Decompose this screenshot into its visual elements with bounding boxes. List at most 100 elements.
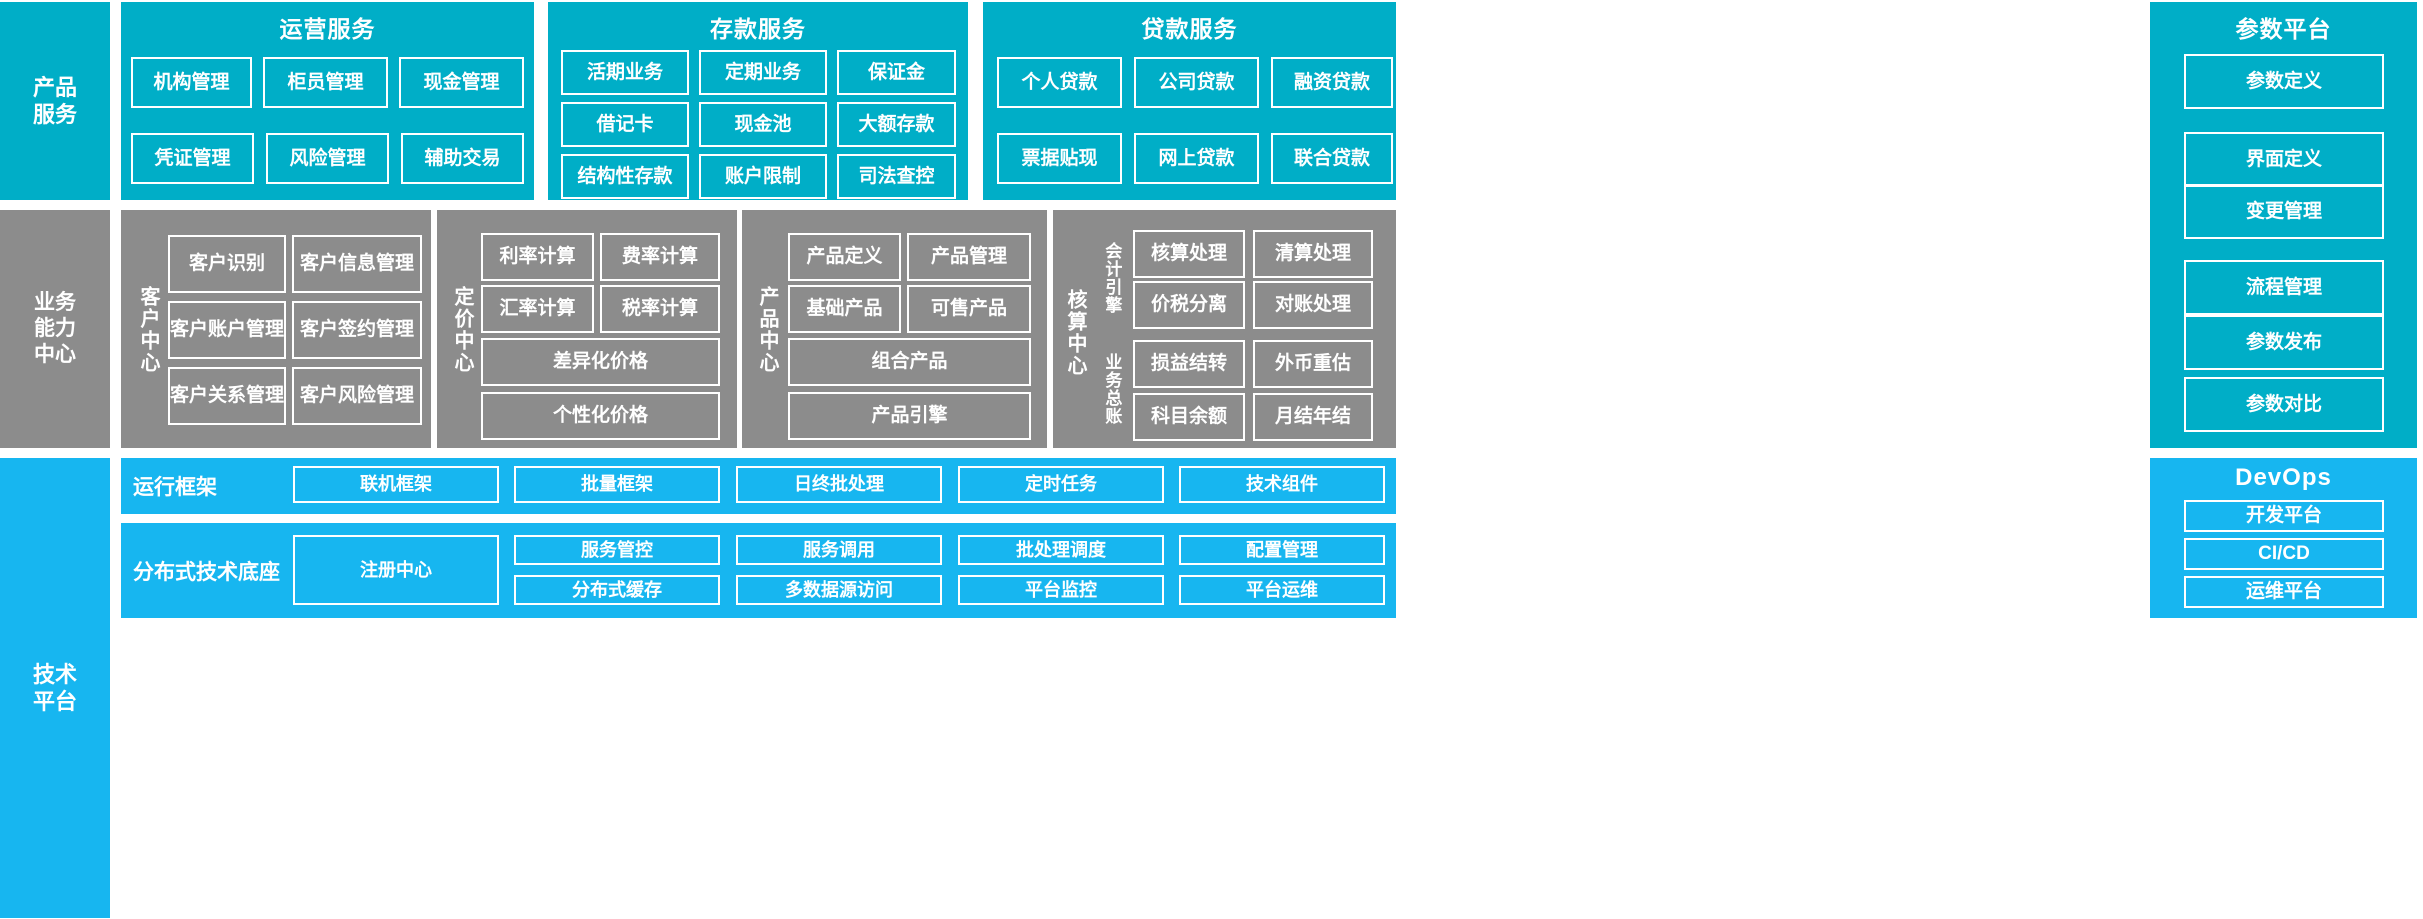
tile-interest-rate-calc[interactable]: 利率计算 xyxy=(481,233,594,281)
panel-distributed-base: 分布式技术底座 注册中心 服务管控 服务调用 批处理调度 配置管理 分布式缓存 … xyxy=(121,523,1396,618)
tile-dev-platform[interactable]: 开发平台 xyxy=(2184,500,2384,532)
tile-combined-product[interactable]: 组合产品 xyxy=(788,338,1031,386)
tile-judicial-control[interactable]: 司法查控 xyxy=(837,154,956,199)
tile-parameter-release[interactable]: 参数发布 xyxy=(2184,315,2384,370)
tile-reconciliation[interactable]: 对账处理 xyxy=(1253,281,1373,329)
tile-risk-management[interactable]: 风险管理 xyxy=(266,133,389,184)
group-loan-service: 贷款服务 个人贷款 公司贷款 融资贷款 票据贴现 网上贷款 联合贷款 xyxy=(983,2,1396,200)
tile-bill-discount[interactable]: 票据贴现 xyxy=(997,133,1122,184)
tile-cash-pool[interactable]: 现金池 xyxy=(699,102,827,147)
group-deposit-service-title: 存款服务 xyxy=(710,16,806,42)
tile-subject-balance[interactable]: 科目余额 xyxy=(1133,393,1245,441)
center-pricing-label: 定价中心 xyxy=(451,286,473,374)
tile-interface-definition[interactable]: 界面定义 xyxy=(2184,132,2384,187)
tile-multi-datasource[interactable]: 多数据源访问 xyxy=(736,575,942,605)
tile-scheduled-task[interactable]: 定时任务 xyxy=(958,466,1164,503)
rail-tech-platform: 技术 平台 xyxy=(0,458,110,918)
tile-corporate-loan[interactable]: 公司贷款 xyxy=(1134,57,1259,108)
devops-title: DevOps xyxy=(2235,464,2332,491)
tile-platform-ops[interactable]: 平台运维 xyxy=(1179,575,1385,605)
tile-time-business[interactable]: 定期业务 xyxy=(699,50,827,95)
rail-product-service-label: 产品 服务 xyxy=(32,74,77,128)
tile-cicd[interactable]: CI/CD xyxy=(2184,538,2384,570)
center-product: 产品中心 产品定义 产品管理 基础产品 可售产品 组合产品 产品引擎 xyxy=(742,210,1047,448)
tile-customer-info-management[interactable]: 客户信息管理 xyxy=(292,235,422,293)
rail-product-service: 产品 服务 xyxy=(0,2,110,200)
panel-parameter-platform: 参数平台 参数定义 界面定义 变更管理 流程管理 参数发布 参数对比 xyxy=(2150,2,2417,448)
tile-teller-management[interactable]: 柜员管理 xyxy=(263,57,388,108)
tile-parameter-compare[interactable]: 参数对比 xyxy=(2184,377,2384,432)
tile-month-year-end[interactable]: 月结年结 xyxy=(1253,393,1373,441)
tile-debit-card[interactable]: 借记卡 xyxy=(561,102,689,147)
tile-platform-monitor[interactable]: 平台监控 xyxy=(958,575,1164,605)
tile-online-framework[interactable]: 联机框架 xyxy=(293,466,499,503)
group-loan-service-title: 贷款服务 xyxy=(1141,16,1238,42)
tile-large-deposit[interactable]: 大额存款 xyxy=(837,102,956,147)
tile-tech-components[interactable]: 技术组件 xyxy=(1179,466,1385,503)
runtime-framework-label: 运行框架 xyxy=(133,476,217,499)
tile-eod-batch[interactable]: 日终批处理 xyxy=(736,466,942,503)
tile-tax-rate-calc[interactable]: 税率计算 xyxy=(600,285,720,333)
tile-margin-deposit[interactable]: 保证金 xyxy=(837,50,956,95)
rail-tech-platform-label: 技术 平台 xyxy=(32,661,77,715)
tile-customer-relation-mgmt[interactable]: 客户关系管理 xyxy=(168,367,286,425)
tile-account-restriction[interactable]: 账户限制 xyxy=(699,154,827,199)
tile-batch-framework[interactable]: 批量框架 xyxy=(514,466,720,503)
center-product-label: 产品中心 xyxy=(756,286,778,374)
tile-personal-loan[interactable]: 个人贷款 xyxy=(997,57,1122,108)
panel-runtime-framework: 运行框架 联机框架 批量框架 日终批处理 定时任务 技术组件 xyxy=(121,458,1396,514)
tile-distributed-cache[interactable]: 分布式缓存 xyxy=(514,575,720,605)
tile-sellable-product[interactable]: 可售产品 xyxy=(907,285,1031,333)
tile-process-management[interactable]: 流程管理 xyxy=(2184,260,2384,315)
tile-batch-scheduling[interactable]: 批处理调度 xyxy=(958,535,1164,565)
tile-clearing-processing[interactable]: 清算处理 xyxy=(1253,230,1373,278)
distributed-base-label: 分布式技术底座 xyxy=(133,560,280,584)
center-accounting: 核算中心 会计引擎 业务总账 核算处理 清算处理 价税分离 对账处理 损益结转 … xyxy=(1053,210,1396,448)
tile-registry-center[interactable]: 注册中心 xyxy=(293,535,499,605)
tile-org-management[interactable]: 机构管理 xyxy=(131,57,252,108)
tile-financing-loan[interactable]: 融资贷款 xyxy=(1271,57,1393,108)
tile-customer-contract-mgmt[interactable]: 客户签约管理 xyxy=(292,301,422,359)
group-operation-service: 运营服务 机构管理 柜员管理 现金管理 凭证管理 风险管理 辅助交易 xyxy=(121,2,534,200)
tile-ops-platform[interactable]: 运维平台 xyxy=(2184,576,2384,608)
group-deposit-service: 存款服务 活期业务 定期业务 保证金 借记卡 现金池 大额存款 结构性存款 账户… xyxy=(548,2,968,200)
tile-fx-revaluation[interactable]: 外币重估 xyxy=(1253,340,1373,388)
tile-online-loan[interactable]: 网上贷款 xyxy=(1134,133,1259,184)
tile-assist-transaction[interactable]: 辅助交易 xyxy=(401,133,524,184)
accounting-sublabel-engine: 会计引擎 xyxy=(1102,241,1122,314)
tile-structured-deposit[interactable]: 结构性存款 xyxy=(561,154,689,199)
rail-business-capability-label: 业务 能力 中心 xyxy=(34,290,76,367)
tile-base-product[interactable]: 基础产品 xyxy=(788,285,901,333)
rail-business-capability: 业务 能力 中心 xyxy=(0,210,110,448)
panel-devops: DevOps 开发平台 CI/CD 运维平台 xyxy=(2150,458,2417,618)
center-customer-label: 客户中心 xyxy=(137,286,159,374)
tile-change-management[interactable]: 变更管理 xyxy=(2184,184,2384,239)
tile-parameter-definition[interactable]: 参数定义 xyxy=(2184,54,2384,109)
tile-accounting-processing[interactable]: 核算处理 xyxy=(1133,230,1245,278)
accounting-sublabel-ledger: 业务总账 xyxy=(1102,352,1122,425)
center-accounting-label: 核算中心 xyxy=(1064,288,1086,377)
center-customer: 客户中心 客户识别 客户信息管理 客户账户管理 客户签约管理 客户关系管理 客户… xyxy=(121,210,431,448)
tile-personalized-price[interactable]: 个性化价格 xyxy=(481,392,720,440)
tile-differentiated-price[interactable]: 差异化价格 xyxy=(481,338,720,386)
group-operation-service-title: 运营服务 xyxy=(279,16,376,42)
tile-config-management[interactable]: 配置管理 xyxy=(1179,535,1385,565)
tile-customer-account-mgmt[interactable]: 客户账户管理 xyxy=(168,301,286,359)
tile-exchange-rate-calc[interactable]: 汇率计算 xyxy=(481,285,594,333)
tile-product-engine[interactable]: 产品引擎 xyxy=(788,392,1031,440)
tile-customer-identification[interactable]: 客户识别 xyxy=(168,235,286,293)
tile-service-governance[interactable]: 服务管控 xyxy=(514,535,720,565)
tile-product-definition[interactable]: 产品定义 xyxy=(788,233,901,281)
tile-demand-business[interactable]: 活期业务 xyxy=(561,50,689,95)
tile-service-invocation[interactable]: 服务调用 xyxy=(736,535,942,565)
tile-customer-risk-mgmt[interactable]: 客户风险管理 xyxy=(292,367,422,425)
tile-product-management[interactable]: 产品管理 xyxy=(907,233,1031,281)
tile-profit-loss-carryover[interactable]: 损益结转 xyxy=(1133,340,1245,388)
tile-voucher-management[interactable]: 凭证管理 xyxy=(131,133,254,184)
parameter-platform-title: 参数平台 xyxy=(2235,16,2332,42)
tile-fee-rate-calc[interactable]: 费率计算 xyxy=(600,233,720,281)
tile-joint-loan[interactable]: 联合贷款 xyxy=(1271,133,1393,184)
tile-price-tax-separation[interactable]: 价税分离 xyxy=(1133,281,1245,329)
tile-cash-management[interactable]: 现金管理 xyxy=(399,57,524,108)
